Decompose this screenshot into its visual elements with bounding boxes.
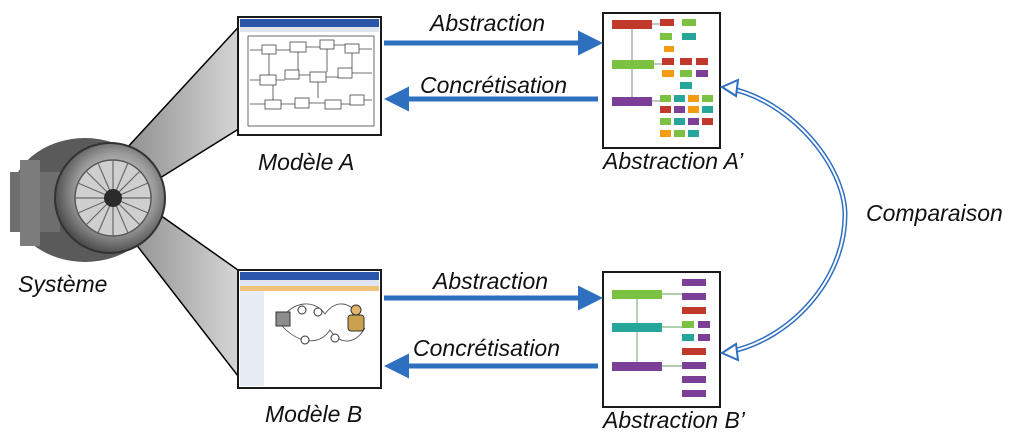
abstraction-b-prime-label: Abstraction B’ bbox=[603, 407, 745, 433]
block-diagram-screenshot-icon bbox=[247, 35, 375, 127]
model-a-thumbnail bbox=[237, 16, 382, 136]
flowchart-icon bbox=[612, 279, 710, 397]
model-b-label: Modèle B bbox=[265, 401, 363, 427]
model-b-thumbnail bbox=[237, 269, 382, 389]
comparison-label: Comparaison bbox=[866, 200, 1003, 226]
abstraction-a-flowchart bbox=[602, 12, 721, 149]
process-model-screenshot-icon bbox=[275, 303, 366, 345]
abstraction-top-label: Abstraction bbox=[430, 10, 546, 36]
flowchart-icon bbox=[612, 19, 713, 137]
system-label: Système bbox=[18, 271, 108, 297]
model-a-label: Modèle A bbox=[258, 149, 355, 175]
concretisation-bottom-label: Concrétisation bbox=[413, 335, 561, 361]
arrow-comparison bbox=[719, 78, 848, 362]
concretisation-top-label: Concrétisation bbox=[420, 72, 568, 98]
abstraction-b-flowchart bbox=[602, 271, 721, 408]
abstraction-bottom-label: Abstraction bbox=[433, 268, 549, 294]
abstraction-a-prime-label: Abstraction A’ bbox=[603, 148, 744, 174]
jet-engine-icon bbox=[10, 138, 166, 262]
